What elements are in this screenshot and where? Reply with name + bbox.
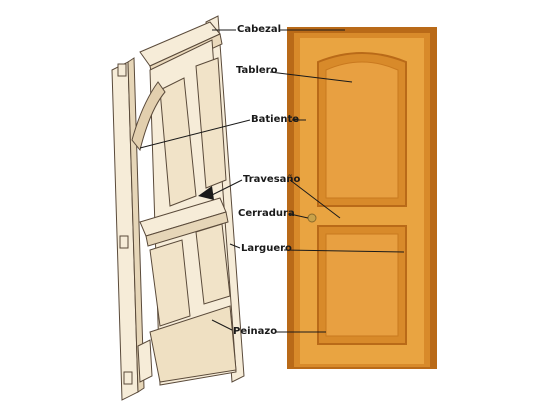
label-tablero: Tablero <box>236 65 277 77</box>
label-travesano: Travesaño <box>243 174 300 186</box>
label-larguero: Larguero <box>241 243 292 255</box>
exploded-door-sketch <box>112 16 244 400</box>
tenon-bottom <box>124 372 132 384</box>
label-cerradura: Cerradura <box>238 208 295 220</box>
tenon-top <box>118 64 126 76</box>
label-peinazo: Peinazo <box>233 326 277 338</box>
label-cabezal: Cabezal <box>237 24 281 36</box>
label-batiente: Batiente <box>251 114 299 126</box>
tenon-mid <box>120 236 128 248</box>
finished-door <box>287 27 437 369</box>
lower-panel-inner <box>326 234 398 336</box>
bottom-rail-tenon <box>138 340 152 382</box>
door-knob <box>308 214 316 222</box>
upper-arched-panel-inner <box>326 62 398 198</box>
